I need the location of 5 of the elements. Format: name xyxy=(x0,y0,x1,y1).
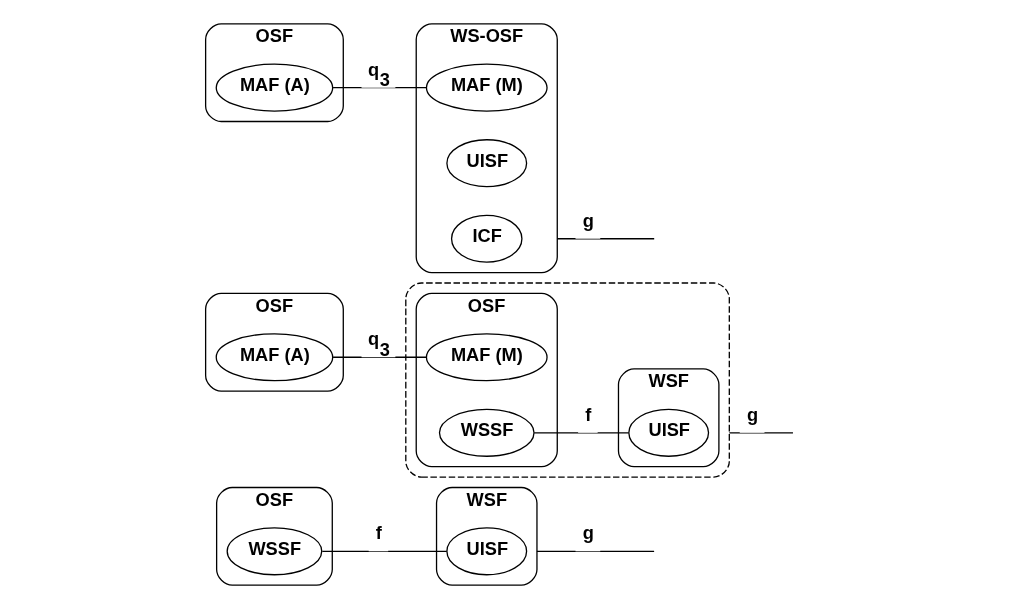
edge-label: g xyxy=(582,209,594,231)
edge-label: f xyxy=(584,403,591,425)
edge-label: f xyxy=(375,522,382,544)
edge-label: g xyxy=(582,522,594,544)
edge-label: g xyxy=(746,403,758,425)
